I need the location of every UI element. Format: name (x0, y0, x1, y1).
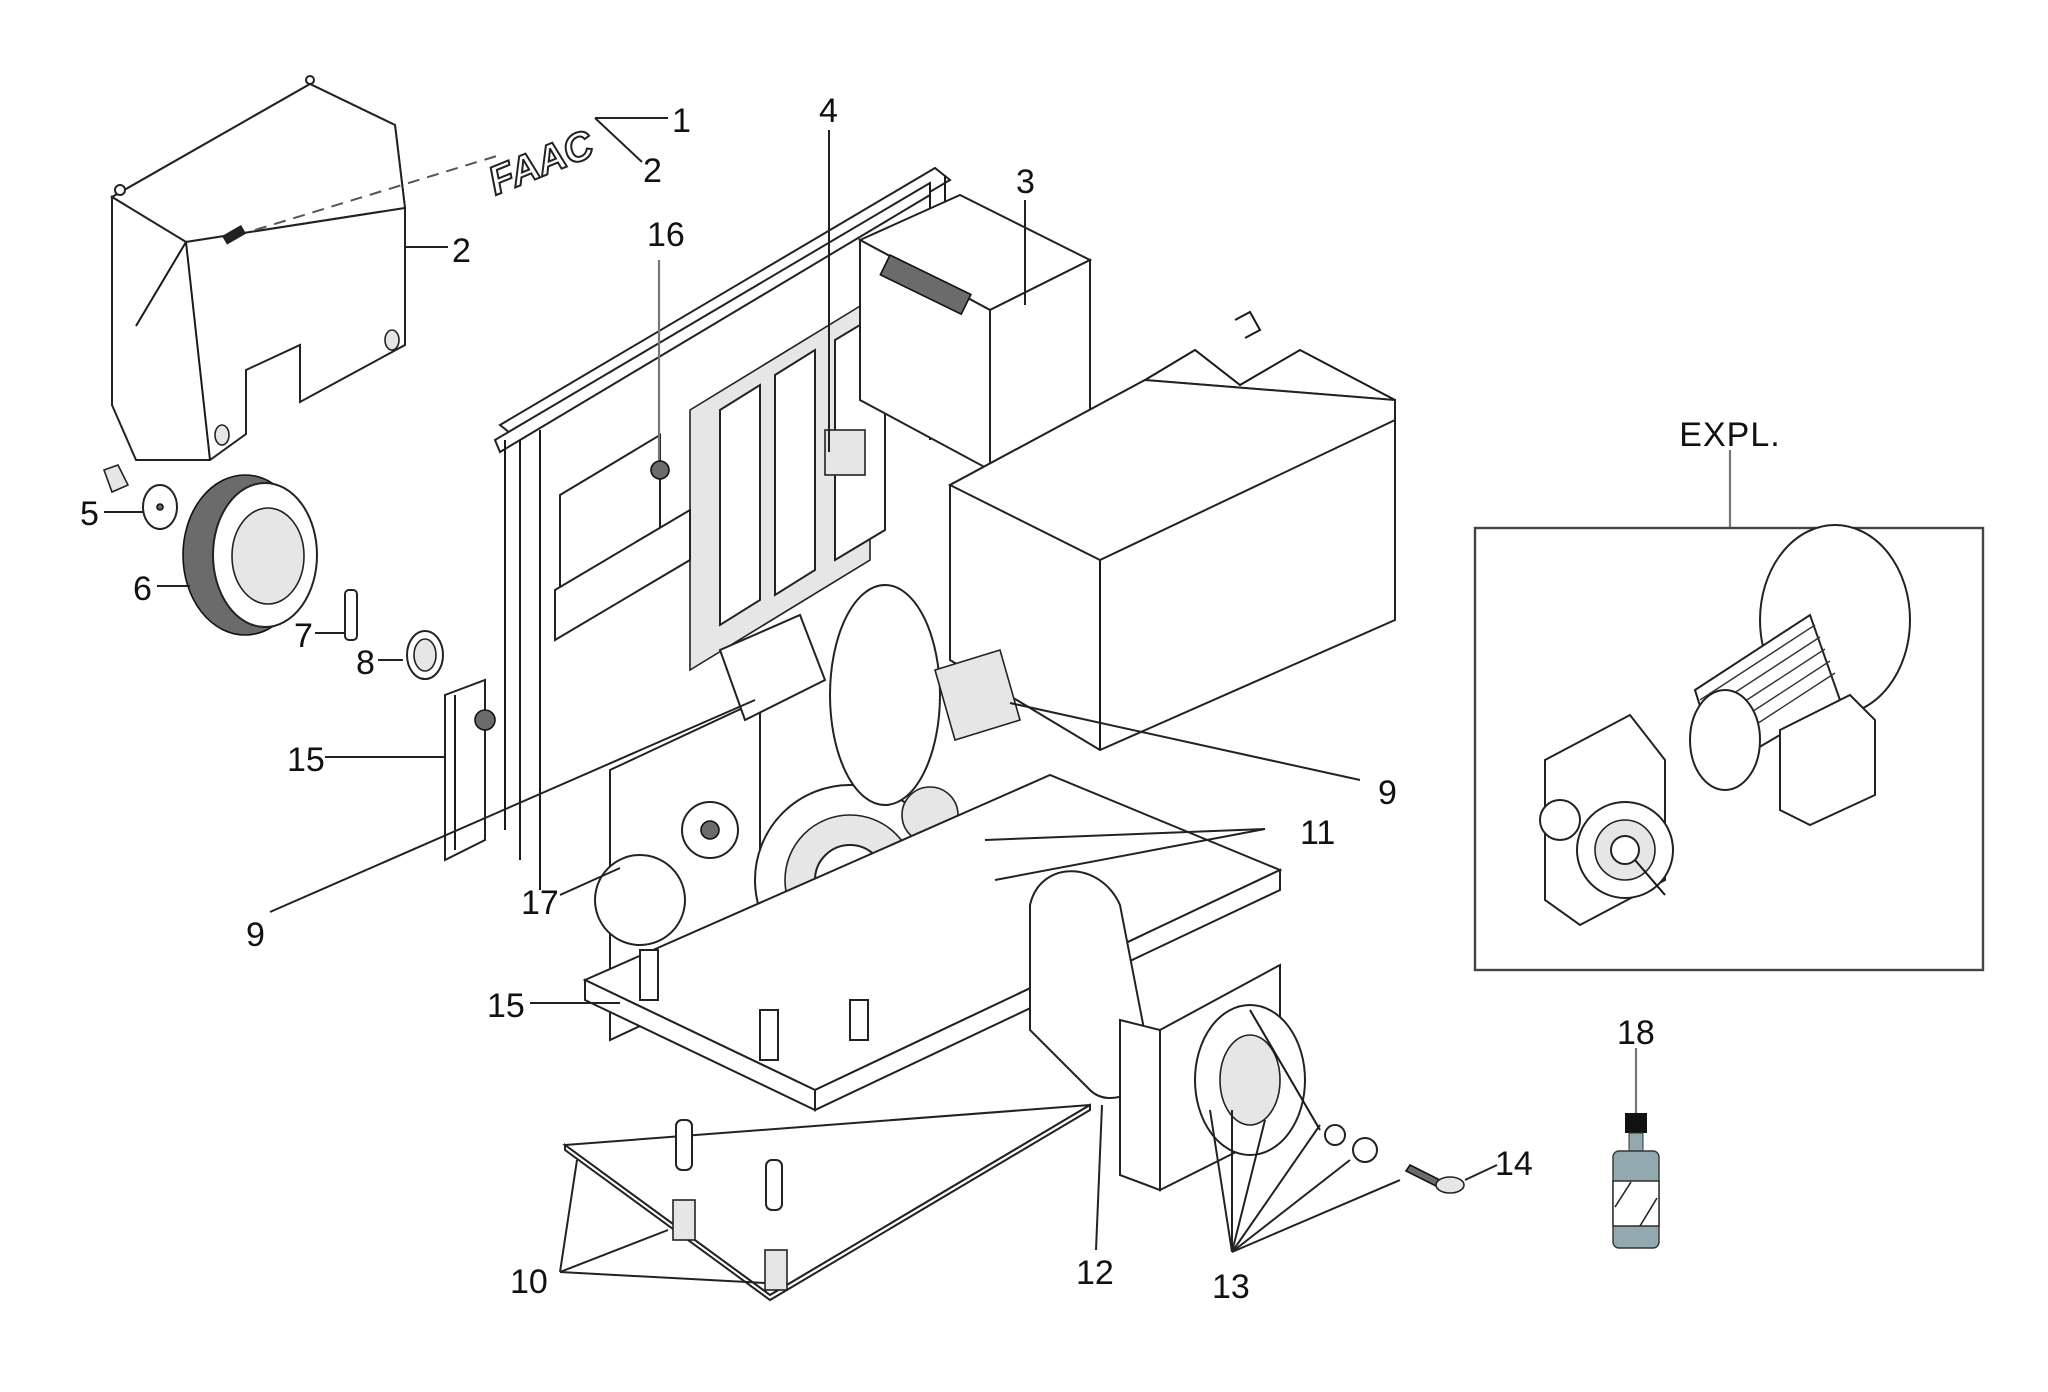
frame-upright (444, 678, 496, 862)
callout-15-base: 15 (487, 987, 525, 1025)
cover-housing (110, 75, 407, 461)
callout-1: 1 (672, 102, 691, 140)
motor-enclosure (947, 310, 1396, 752)
expl-label: EXPL. (1679, 416, 1780, 454)
callout-12: 12 (1076, 1254, 1114, 1292)
pinion-gear-group (102, 464, 444, 680)
callout-16: 16 (647, 216, 685, 254)
callout-18: 18 (1617, 1014, 1655, 1052)
faac-logo-badge: FAAC (481, 121, 601, 205)
callout-9-left: 9 (246, 916, 265, 954)
chassis-frame (493, 166, 952, 890)
callout-4: 4 (819, 92, 838, 130)
callout-labels: 1 2 2 3 4 5 6 7 8 9 9 10 11 12 13 14 15 … (80, 92, 1655, 1306)
control-unit (857, 193, 1093, 472)
expl-detail-box: EXPL. (1473, 416, 1985, 972)
callout-5: 5 (80, 495, 99, 533)
callout-2-cover: 2 (452, 232, 471, 270)
bottle-cap (1625, 1113, 1647, 1133)
oil-bottle (1612, 1048, 1660, 1249)
callout-3: 3 (1016, 163, 1035, 201)
callout-14: 14 (1495, 1145, 1533, 1183)
electronics-rack (554, 298, 886, 672)
callout-11: 11 (1300, 814, 1335, 852)
callout-13: 13 (1212, 1268, 1250, 1306)
callout-15-upright: 15 (287, 741, 325, 779)
callout-2-logo: 2 (643, 152, 662, 190)
callout-8: 8 (356, 644, 375, 682)
callout-17: 17 (521, 884, 559, 922)
foundation-plate (562, 1103, 1091, 1302)
callout-6: 6 (133, 570, 152, 608)
callout-7: 7 (294, 617, 313, 655)
callout-10: 10 (510, 1263, 548, 1301)
faac-logo-text: FAAC (482, 122, 600, 204)
release-mechanism (1029, 870, 1465, 1194)
callout-9-right: 9 (1378, 774, 1397, 812)
logo-alignment-dashline (254, 154, 501, 231)
leader-lines (104, 117, 1498, 1284)
